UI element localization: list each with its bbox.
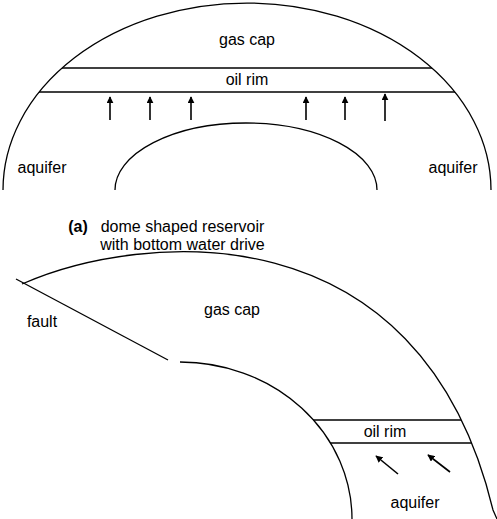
fault-label: fault — [27, 314, 57, 330]
reservoir-outline — [3, 3, 491, 190]
reservoir-base — [180, 362, 352, 519]
gas-oil-contact — [0, 67, 497, 68]
region-label: aquifer — [18, 160, 67, 176]
region-label: oil rim — [364, 424, 407, 440]
region-label: gas cap — [204, 302, 260, 318]
water-drive-arrow — [109, 97, 111, 120]
water-drive-arrow — [344, 97, 346, 120]
water-drive-arrow — [428, 455, 450, 472]
figure-caption: dome shaped reservoir with bottom water … — [95, 218, 270, 254]
water-drive-arrow — [190, 97, 192, 120]
region-label: gas cap — [219, 32, 275, 48]
oil-water-contact — [0, 91, 497, 92]
region-label: oil rim — [226, 72, 269, 88]
water-drive-arrow — [305, 97, 307, 120]
water-drive-arrow — [149, 97, 151, 120]
water-drive-arrow — [384, 94, 386, 121]
fault-line — [16, 279, 168, 360]
region-label: aquifer — [391, 495, 440, 511]
reservoir-outline — [22, 252, 497, 519]
oil-water-contact — [150, 442, 497, 443]
region-label: aquifer — [429, 160, 478, 176]
water-drive-arrow — [376, 456, 398, 474]
gas-oil-contact — [150, 419, 497, 420]
figure-letter: (a) — [68, 219, 88, 235]
reservoir-base — [115, 123, 377, 190]
